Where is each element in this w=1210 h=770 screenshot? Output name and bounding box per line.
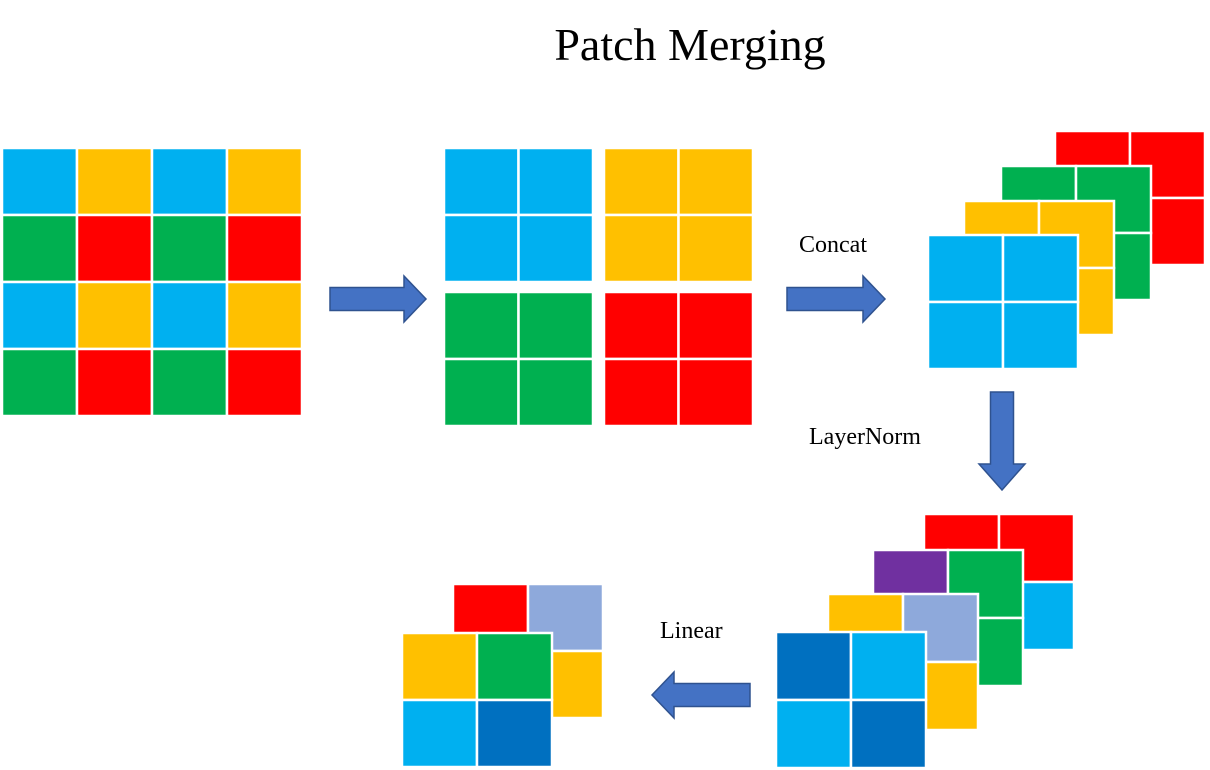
input-grid-cell-2-1 [75,280,154,351]
split-group-yellow-tl [602,146,680,217]
split-group-blue-tl [442,146,520,217]
layernorm-layer-3-br [849,698,928,770]
input-grid-cell-3-2 [150,347,229,418]
input-grid-cell-1-2 [150,213,229,284]
concat-layer-blue-tl [926,233,1005,304]
split-group-yellow-bl [602,213,680,284]
input-grid-cell-0-2 [150,146,229,217]
split-group-red-tr [677,290,755,361]
input-grid-cell-2-0 [0,280,79,351]
split-group-blue-tr [517,146,595,217]
input-grid-cell-0-1 [75,146,154,217]
split-group-red-tl [602,290,680,361]
page-title: Patch Merging [554,19,826,70]
arrow-concat [786,274,887,324]
arrow-linear [650,670,751,720]
concat-layer-red-tr [1128,129,1207,200]
split-group-green-bl [442,357,520,428]
concat-layer-blue-tr [1001,233,1080,304]
linear-front-layer-tr [475,631,554,702]
split-group-green-tr [517,290,595,361]
split-group-yellow-br [677,213,755,284]
input-grid-cell-0-3 [225,146,304,217]
linear-front-layer-bl [400,698,479,769]
concat-layer-blue-br [1001,300,1080,371]
input-grid-cell-1-3 [225,213,304,284]
linear-front-layer-br [475,698,554,769]
input-grid-cell-0-0 [0,146,79,217]
concat-label: Concat [799,232,867,258]
input-grid-cell-3-0 [0,347,79,418]
arrow-split [329,274,428,324]
input-grid-cell-2-2 [150,280,229,351]
split-group-blue-bl [442,213,520,284]
split-group-yellow-tr [677,146,755,217]
split-group-red-bl [602,357,680,428]
concat-layer-blue-bl [926,300,1005,371]
layernorm-layer-3-tl [774,630,853,702]
split-group-green-tl [442,290,520,361]
split-group-red-br [677,357,755,428]
layernorm-layer-3-tr [849,630,928,702]
input-grid-cell-1-0 [0,213,79,284]
input-grid-cell-1-1 [75,213,154,284]
arrow-layernorm [977,391,1027,492]
layernorm-layer-3-bl [774,698,853,770]
layernorm-label: LayerNorm [809,424,921,450]
linear-front-layer-tl [400,631,479,702]
split-group-blue-br [517,213,595,284]
input-grid-cell-3-3 [225,347,304,418]
input-grid-cell-2-3 [225,280,304,351]
input-grid-cell-3-1 [75,347,154,418]
split-group-green-br [517,357,595,428]
linear-label: Linear [660,618,723,644]
